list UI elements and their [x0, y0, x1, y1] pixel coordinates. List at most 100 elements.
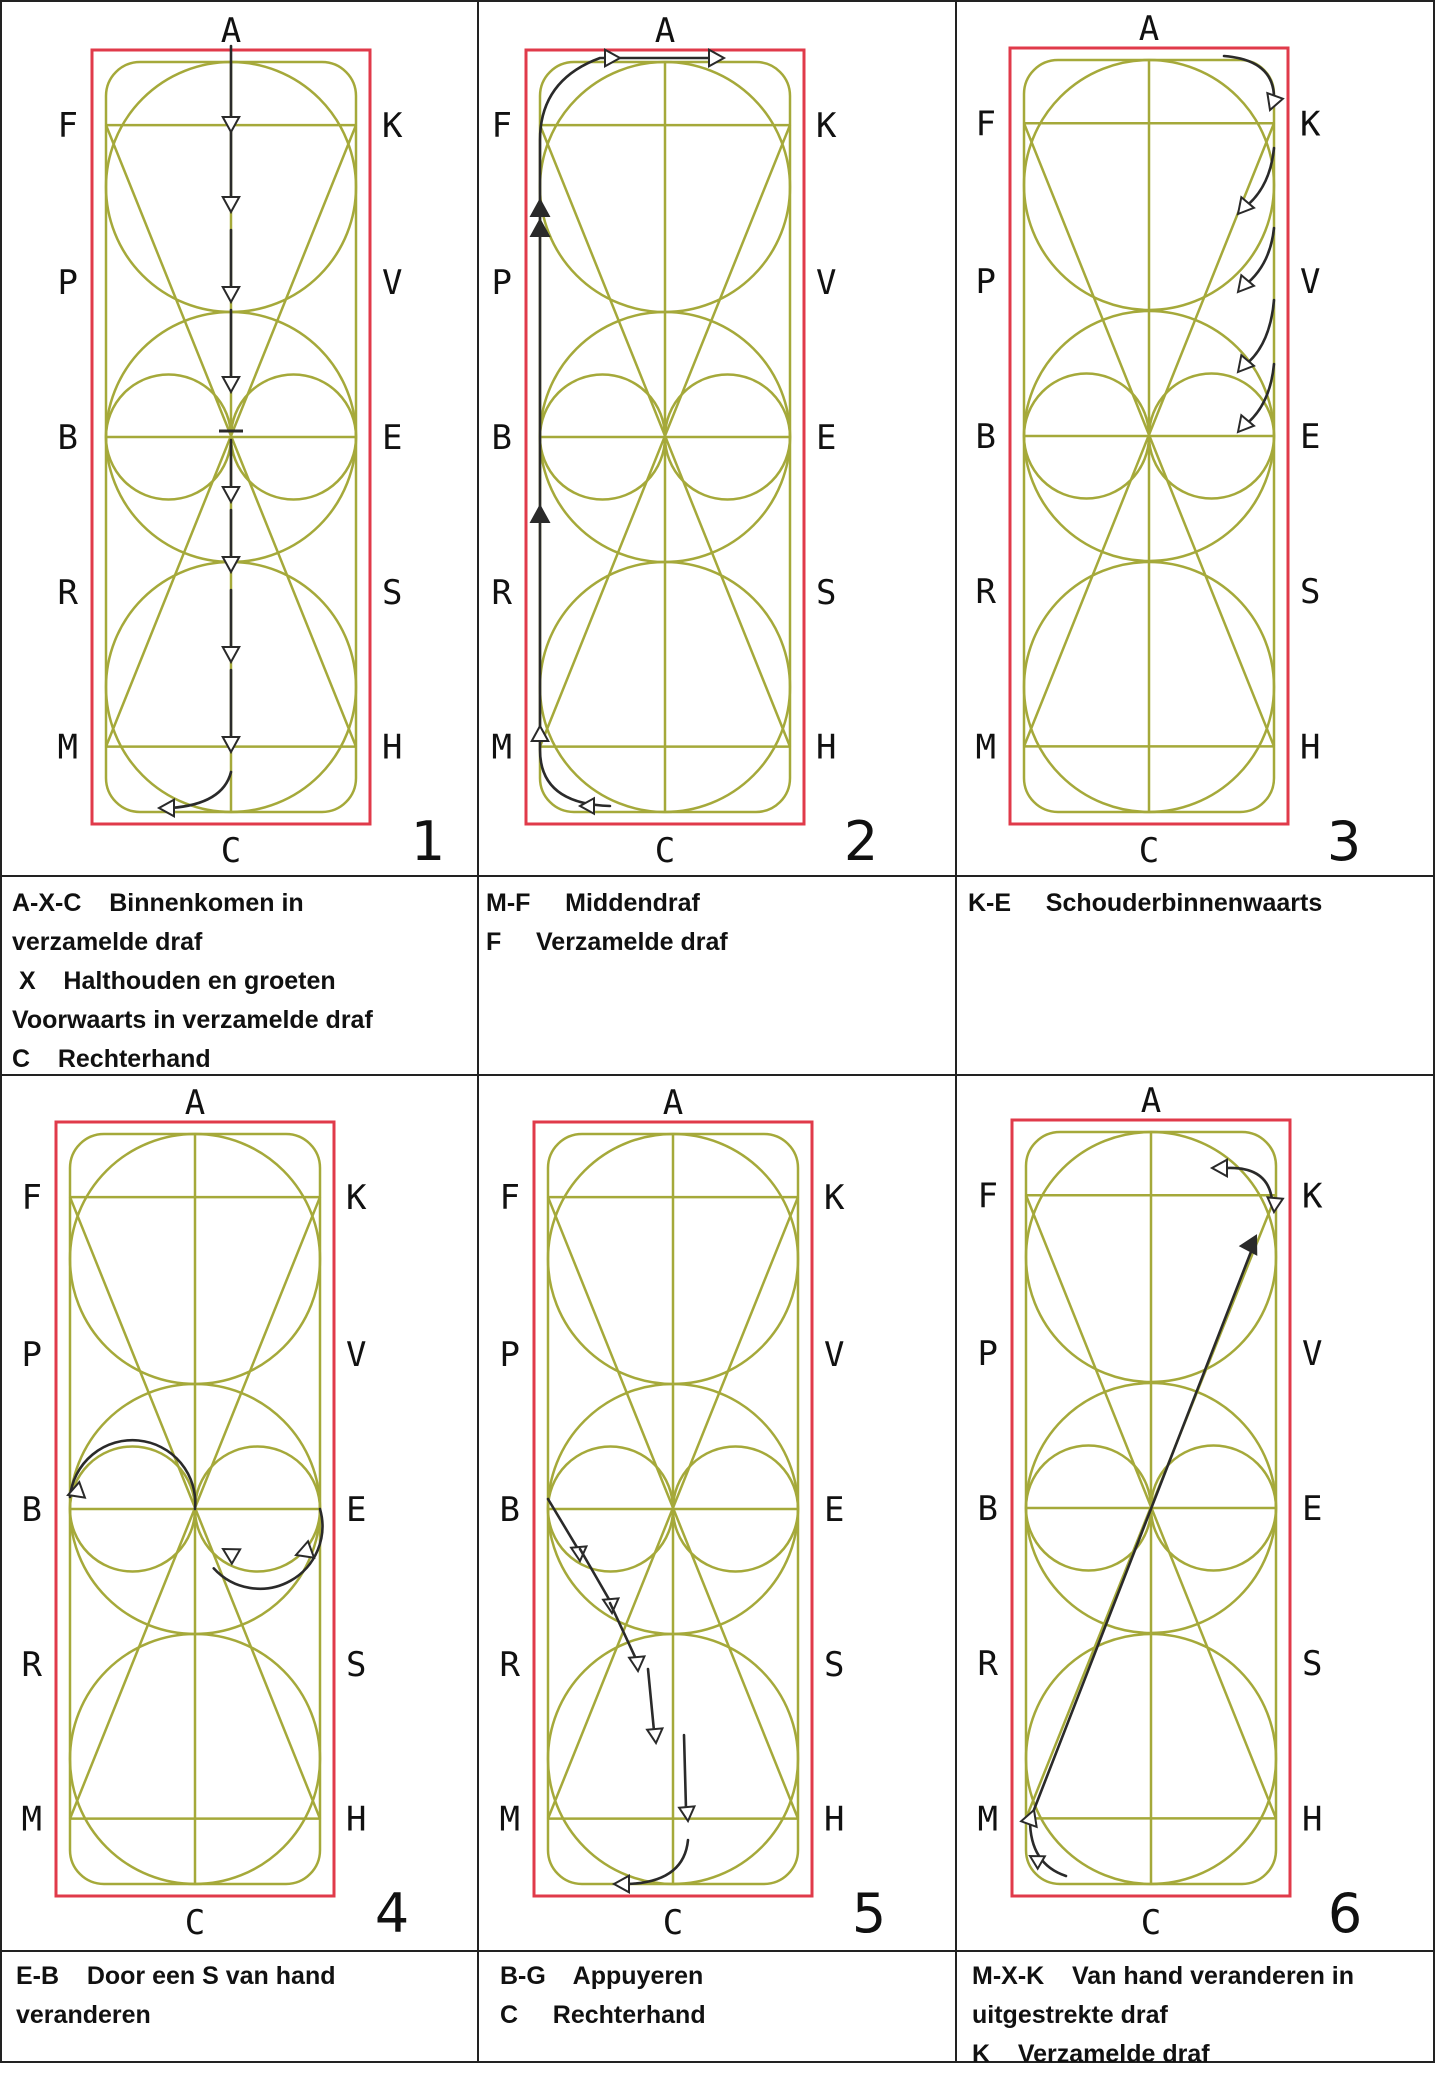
- letter-right: E: [816, 418, 836, 458]
- arrow-head: [221, 646, 241, 665]
- arrow-head: [529, 217, 551, 237]
- caption-line: F Verzamelde draf: [486, 928, 728, 956]
- letter-right: V: [1300, 262, 1320, 302]
- arena-figures: [546, 1132, 800, 1886]
- caption-line: veranderen: [16, 2001, 151, 2029]
- letter-right: H: [382, 728, 402, 768]
- movement-3: [1222, 54, 1285, 434]
- letter-left: F: [976, 104, 996, 144]
- letter-left: R: [500, 1645, 521, 1685]
- letter-right: H: [1300, 727, 1320, 767]
- caption-line: M-F Middendraf: [486, 889, 700, 917]
- letter-right: V: [1302, 1334, 1322, 1374]
- arrow-head: [1236, 353, 1256, 374]
- small-circle-right: [663, 373, 792, 501]
- letter-left: F: [22, 1178, 42, 1218]
- arrow-head: [221, 286, 241, 305]
- letter-left: B: [58, 418, 78, 458]
- caption-line: X Halthouden en groeten: [12, 967, 336, 995]
- arrow-head: [627, 1655, 647, 1674]
- arrow-head: [708, 48, 727, 68]
- letter-bottom: C: [663, 1903, 683, 1943]
- letter-right: S: [346, 1645, 366, 1685]
- letter-right: V: [382, 263, 402, 303]
- caption-line: K Verzamelde draf: [972, 2040, 1210, 2068]
- movement-path: [169, 770, 233, 810]
- arrow-head: [1236, 413, 1256, 434]
- arrow-head: [529, 197, 551, 217]
- arrow-head: [611, 1874, 630, 1894]
- letter-top: A: [655, 11, 675, 51]
- letter-bottom: C: [1141, 1903, 1161, 1943]
- caption-panel-2: M-F Middendraf F Verzamelde draf: [486, 884, 728, 962]
- small-circle-right: [1147, 372, 1276, 500]
- letter-right: S: [824, 1645, 844, 1685]
- movement-path: [546, 1497, 580, 1551]
- movement-path: [212, 1507, 324, 1591]
- letter-right: K: [816, 106, 837, 146]
- letter-left: B: [976, 417, 996, 457]
- arena-border: [532, 1120, 814, 1898]
- arrow-head: [577, 796, 595, 816]
- panel-number: 1: [411, 810, 445, 873]
- letter-left: P: [976, 262, 996, 302]
- letter-bottom: C: [185, 1903, 205, 1943]
- letter-right: E: [824, 1490, 844, 1530]
- arrow-head: [1236, 273, 1256, 294]
- movement-4: [66, 1438, 324, 1591]
- letter-left: R: [22, 1645, 43, 1685]
- letter-right: E: [346, 1490, 366, 1530]
- caption-line: C Rechterhand: [12, 1045, 211, 1073]
- letter-left: M: [976, 727, 996, 767]
- movement-6: [1019, 1158, 1285, 1878]
- arena-border: [524, 48, 806, 826]
- letter-right: K: [1302, 1176, 1323, 1216]
- movement-2: [529, 48, 727, 816]
- movement-path: [1224, 1166, 1274, 1202]
- arrow-head: [1028, 1854, 1047, 1871]
- arrow-head: [221, 376, 241, 395]
- arrow-head: [156, 798, 175, 818]
- arrow-head: [294, 1539, 316, 1560]
- arrow-head: [1238, 1234, 1258, 1256]
- letter-left: M: [22, 1800, 42, 1840]
- letter-right: K: [382, 106, 403, 146]
- letter-left: P: [978, 1334, 998, 1374]
- letter-top: A: [185, 1083, 205, 1123]
- arrow-head: [221, 486, 241, 505]
- movement-5: [546, 1497, 697, 1894]
- letter-right: K: [1300, 104, 1321, 144]
- letter-left: F: [492, 106, 512, 146]
- letter-left: B: [978, 1489, 998, 1529]
- panel-number: 3: [1327, 810, 1361, 873]
- letter-bottom: C: [655, 831, 675, 871]
- letter-left: F: [500, 1178, 520, 1218]
- movement-path: [1242, 146, 1276, 210]
- letter-left: F: [978, 1176, 998, 1216]
- movement-path: [68, 1438, 197, 1511]
- movement-path: [538, 56, 712, 808]
- movement-path: [682, 1733, 688, 1811]
- letter-right: E: [382, 418, 402, 458]
- arrow-head: [1019, 1808, 1038, 1829]
- letter-left: B: [500, 1490, 520, 1530]
- panel-number: 6: [1328, 1882, 1362, 1945]
- movement-path: [1028, 1242, 1256, 1878]
- arrow-head: [66, 1480, 87, 1499]
- letter-left: M: [58, 728, 78, 768]
- arena-border: [1010, 1118, 1292, 1898]
- letter-top: A: [1139, 9, 1159, 49]
- letter-right: V: [816, 263, 836, 303]
- arrow-head: [221, 1547, 242, 1566]
- movement-path: [578, 1547, 612, 1603]
- letter-right: E: [1302, 1489, 1322, 1529]
- letter-right: H: [1302, 1799, 1322, 1839]
- letter-left: F: [58, 106, 78, 146]
